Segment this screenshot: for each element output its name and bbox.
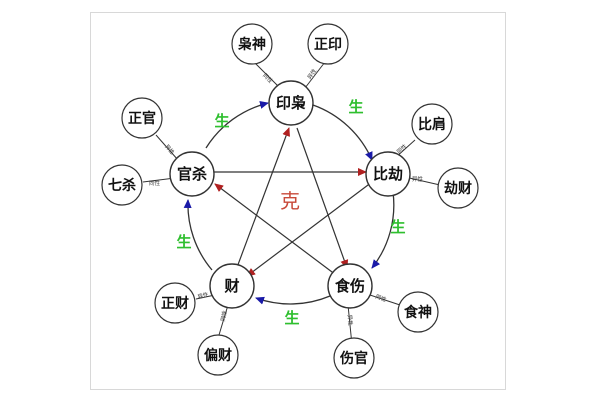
satellite-label-zheng-cai: 正财	[161, 295, 189, 312]
generate-arc-cai-to-guan	[183, 199, 213, 271]
satellite-zheng-cai	[154, 282, 196, 324]
rel-shi-shen: 同性	[374, 292, 388, 303]
generate-arc-guan-to-yin	[205, 101, 269, 149]
main-node-labels: 印枭 比劫 食伤 财 官杀	[177, 94, 403, 295]
rel-shang-guan: 异性	[346, 314, 355, 326]
control-star	[213, 127, 373, 279]
main-nodes	[169, 80, 411, 309]
node-bi-jie	[365, 151, 411, 197]
satellite-label-xiao-shen: 枭神	[237, 36, 266, 53]
satellite-label-pian-cai: 偏财	[204, 347, 232, 364]
generate-arc-shi-to-cai	[255, 295, 331, 305]
satellite-label-shang-guan: 伤官	[339, 350, 368, 367]
satellite-zheng-yin	[307, 23, 349, 65]
satellite-label-zheng-yin: 正印	[314, 36, 342, 53]
control-line-bi-to-cai	[246, 181, 373, 277]
generate-label-shi-cai: 生	[284, 309, 299, 327]
satellite-jie-cai	[437, 167, 479, 209]
rel-pian-cai: 同性	[219, 309, 229, 322]
rel-zheng-cai: 异性	[197, 290, 210, 301]
diagram-frame	[90, 12, 506, 390]
node-yin-xiao	[268, 80, 314, 126]
control-line-shi-to-guan	[214, 183, 341, 279]
node-cai	[209, 263, 255, 309]
node-label-guan-sha: 官杀	[177, 165, 207, 183]
satellite-label-qi-sha: 七杀	[108, 177, 136, 194]
satellite-label-zheng-guan: 正官	[128, 110, 156, 127]
satellite-qi-sha	[101, 164, 143, 206]
generate-labels: 生 生 生 生 生	[176, 98, 405, 327]
satellite-xiao-shen	[231, 23, 273, 65]
control-line-cai-to-yin	[235, 127, 290, 271]
satellite-shang-guan	[333, 337, 375, 379]
satellite-label-jie-cai: 劫财	[444, 180, 472, 197]
control-line-yin-to-shi	[296, 127, 349, 269]
satellite-bi-jian	[411, 103, 453, 145]
node-shi-shang	[327, 263, 373, 309]
node-label-bi-jie: 比劫	[373, 165, 403, 183]
generate-cycle	[183, 101, 395, 305]
node-label-yin-xiao: 印枭	[276, 94, 306, 112]
generate-arc-yin-to-bi	[312, 104, 373, 161]
generate-label-yin-bi: 生	[348, 98, 363, 116]
satellite-nodes	[101, 23, 479, 379]
generate-label-bi-shi: 生	[390, 218, 405, 236]
node-label-cai: 财	[224, 277, 239, 295]
generate-arc-bi-to-shi	[371, 191, 395, 269]
rel-qi-sha: 同性	[149, 179, 161, 187]
satellite-label-shi-shen: 食神	[404, 304, 432, 321]
control-label-center: 克	[280, 189, 300, 213]
satellite-zheng-guan	[121, 97, 163, 139]
node-label-shi-shang: 食伤	[335, 277, 365, 295]
satellite-label-bi-jian: 比肩	[418, 116, 446, 133]
generate-label-cai-guan: 生	[176, 233, 191, 251]
satellite-shi-shen	[397, 291, 439, 333]
satellite-pian-cai	[197, 334, 239, 376]
node-guan-sha	[169, 151, 215, 197]
satellite-labels: 枭神 正印 比肩 劫财 食神 伤官 正财 偏财 正官 七杀	[108, 36, 472, 367]
generate-label-guan-yin: 生	[214, 112, 229, 130]
rel-jie-cai: 异性	[412, 175, 424, 183]
